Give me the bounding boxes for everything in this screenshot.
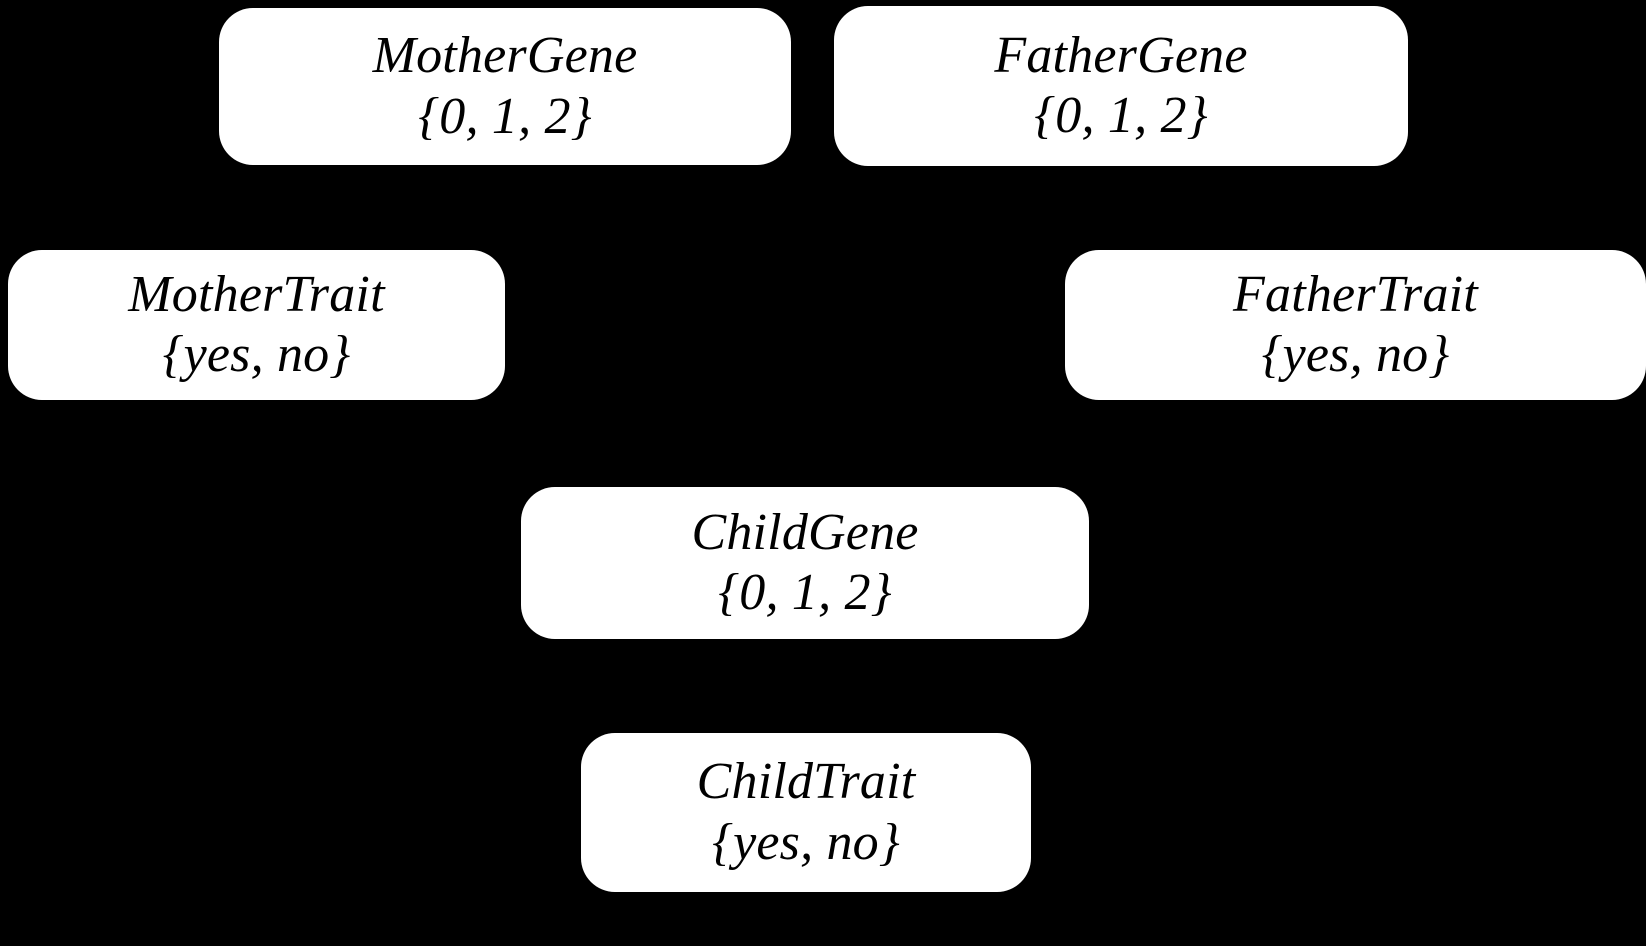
node-father-gene-domain: {0, 1, 2} [1034, 87, 1208, 144]
node-child-trait-domain: {yes, no} [712, 813, 900, 871]
node-child-gene-domain: {0, 1, 2} [718, 564, 892, 621]
node-child-trait-title: ChildTrait [696, 753, 916, 811]
node-father-trait-title: FatherTrait [1233, 265, 1478, 323]
node-mother-trait-title: MotherTrait [128, 265, 385, 323]
node-father-trait[interactable]: FatherTrait {yes, no} [1065, 250, 1646, 400]
node-father-gene-title: FatherGene [994, 26, 1248, 84]
node-mother-gene[interactable]: MotherGene {0, 1, 2} [219, 8, 791, 165]
node-mother-gene-title: MotherGene [372, 27, 638, 85]
node-child-gene[interactable]: ChildGene {0, 1, 2} [521, 487, 1089, 639]
node-mother-trait[interactable]: MotherTrait {yes, no} [8, 250, 505, 400]
node-father-gene[interactable]: FatherGene {0, 1, 2} [834, 6, 1408, 166]
node-father-trait-domain: {yes, no} [1261, 326, 1450, 383]
node-mother-gene-domain: {0, 1, 2} [418, 87, 592, 145]
node-child-trait[interactable]: ChildTrait {yes, no} [581, 733, 1031, 892]
node-mother-trait-domain: {yes, no} [162, 326, 351, 383]
node-child-gene-title: ChildGene [691, 503, 919, 561]
